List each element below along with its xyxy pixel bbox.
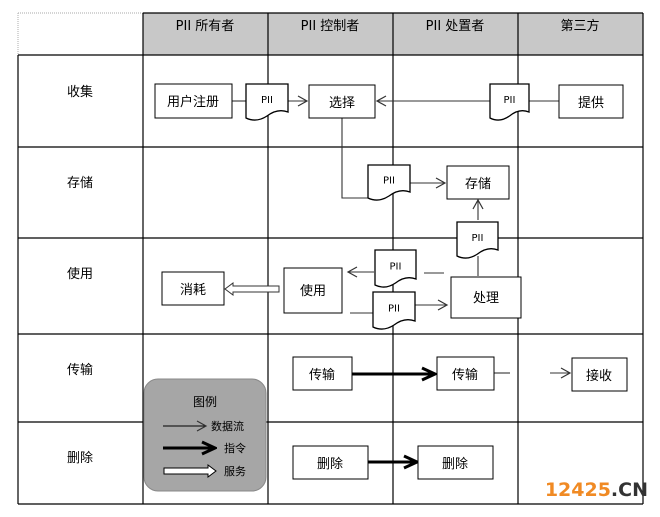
pii-doc-store-processor [456,221,499,259]
legend-data-flow-label: 数据流 [211,419,244,433]
row-header-store: 存储 [67,176,93,191]
row-header-collect: 收集 [67,84,93,100]
box-delete-processor [417,445,494,480]
column-header-pii-processor: PII 处置者 [426,19,485,34]
legend-title: 图例 [193,395,217,409]
watermark-suffix: .CN [611,479,648,501]
connectors [232,95,572,379]
legend-background [143,378,267,492]
label-select: 选择 [329,96,355,111]
box-receive [571,357,628,392]
legend-service-icon [163,464,217,478]
pii-documents: PII PII PII PII PII PII [245,83,530,330]
column-header-third-party: 第三方 [560,18,599,34]
label-delete-controller: 删除 [317,457,343,472]
label-transmit-controller: 传输 [309,367,335,383]
column-header-pii-owner: PII 所有者 [176,19,235,34]
box-transmit-controller [292,356,353,391]
pii-doc-use-lower [372,291,416,330]
label-register: 用户注册 [167,94,219,110]
watermark: 12425.CN [545,479,648,501]
legend-service-label: 服务 [224,465,246,478]
box-provide [558,84,624,119]
label-consume: 消耗 [180,283,206,298]
pii-doc-store-controller-label: PII [383,176,395,187]
process-boxes [154,83,628,480]
box-use [283,267,343,314]
process-labels: 用户注册 选择 提供 存储 消耗 使用 处理 传输 传输 接收 删除 删除 [167,94,612,472]
label-provide: 提供 [578,95,604,111]
box-transmit-processor [436,356,495,391]
column-header-pii-controller: PII 控制者 [301,19,360,34]
label-store: 存储 [465,177,491,192]
pii-doc-collect-thirdparty [489,83,530,121]
label-use: 使用 [300,283,326,299]
pii-doc-store-processor-label: PII [472,233,484,244]
label-delete-processor: 删除 [442,457,468,472]
box-delete-controller [292,445,369,480]
row-header-transmit: 传输 [67,362,93,378]
pii-doc-collect-owner [245,83,289,121]
pii-doc-store-controller [367,164,411,201]
pii-doc-use-upper-label: PII [390,262,402,273]
watermark-number: 12425 [545,479,611,501]
pii-doc-use-lower-label: PII [388,304,400,315]
label-receive: 接收 [586,368,612,384]
pii-doc-collect-thirdparty-label: PII [504,95,516,106]
service-arrow-use-to-consume [224,282,280,296]
legend: 图例 数据流 指令 服务 [143,378,267,492]
label-transmit-processor: 传输 [452,367,478,383]
box-select [308,84,376,119]
box-store [446,165,510,200]
line-select-to-store-pii [341,118,368,199]
box-consume [161,271,225,306]
label-process: 处理 [473,291,499,306]
pii-doc-use-upper [374,249,417,288]
box-process [450,276,522,319]
box-register [154,83,233,119]
legend-instruction-label: 指令 [224,441,246,455]
pii-doc-collect-owner-label: PII [261,95,273,106]
row-header-use: 使用 [67,266,93,282]
row-header-delete: 删除 [67,451,93,466]
grid-lines [17,12,644,505]
